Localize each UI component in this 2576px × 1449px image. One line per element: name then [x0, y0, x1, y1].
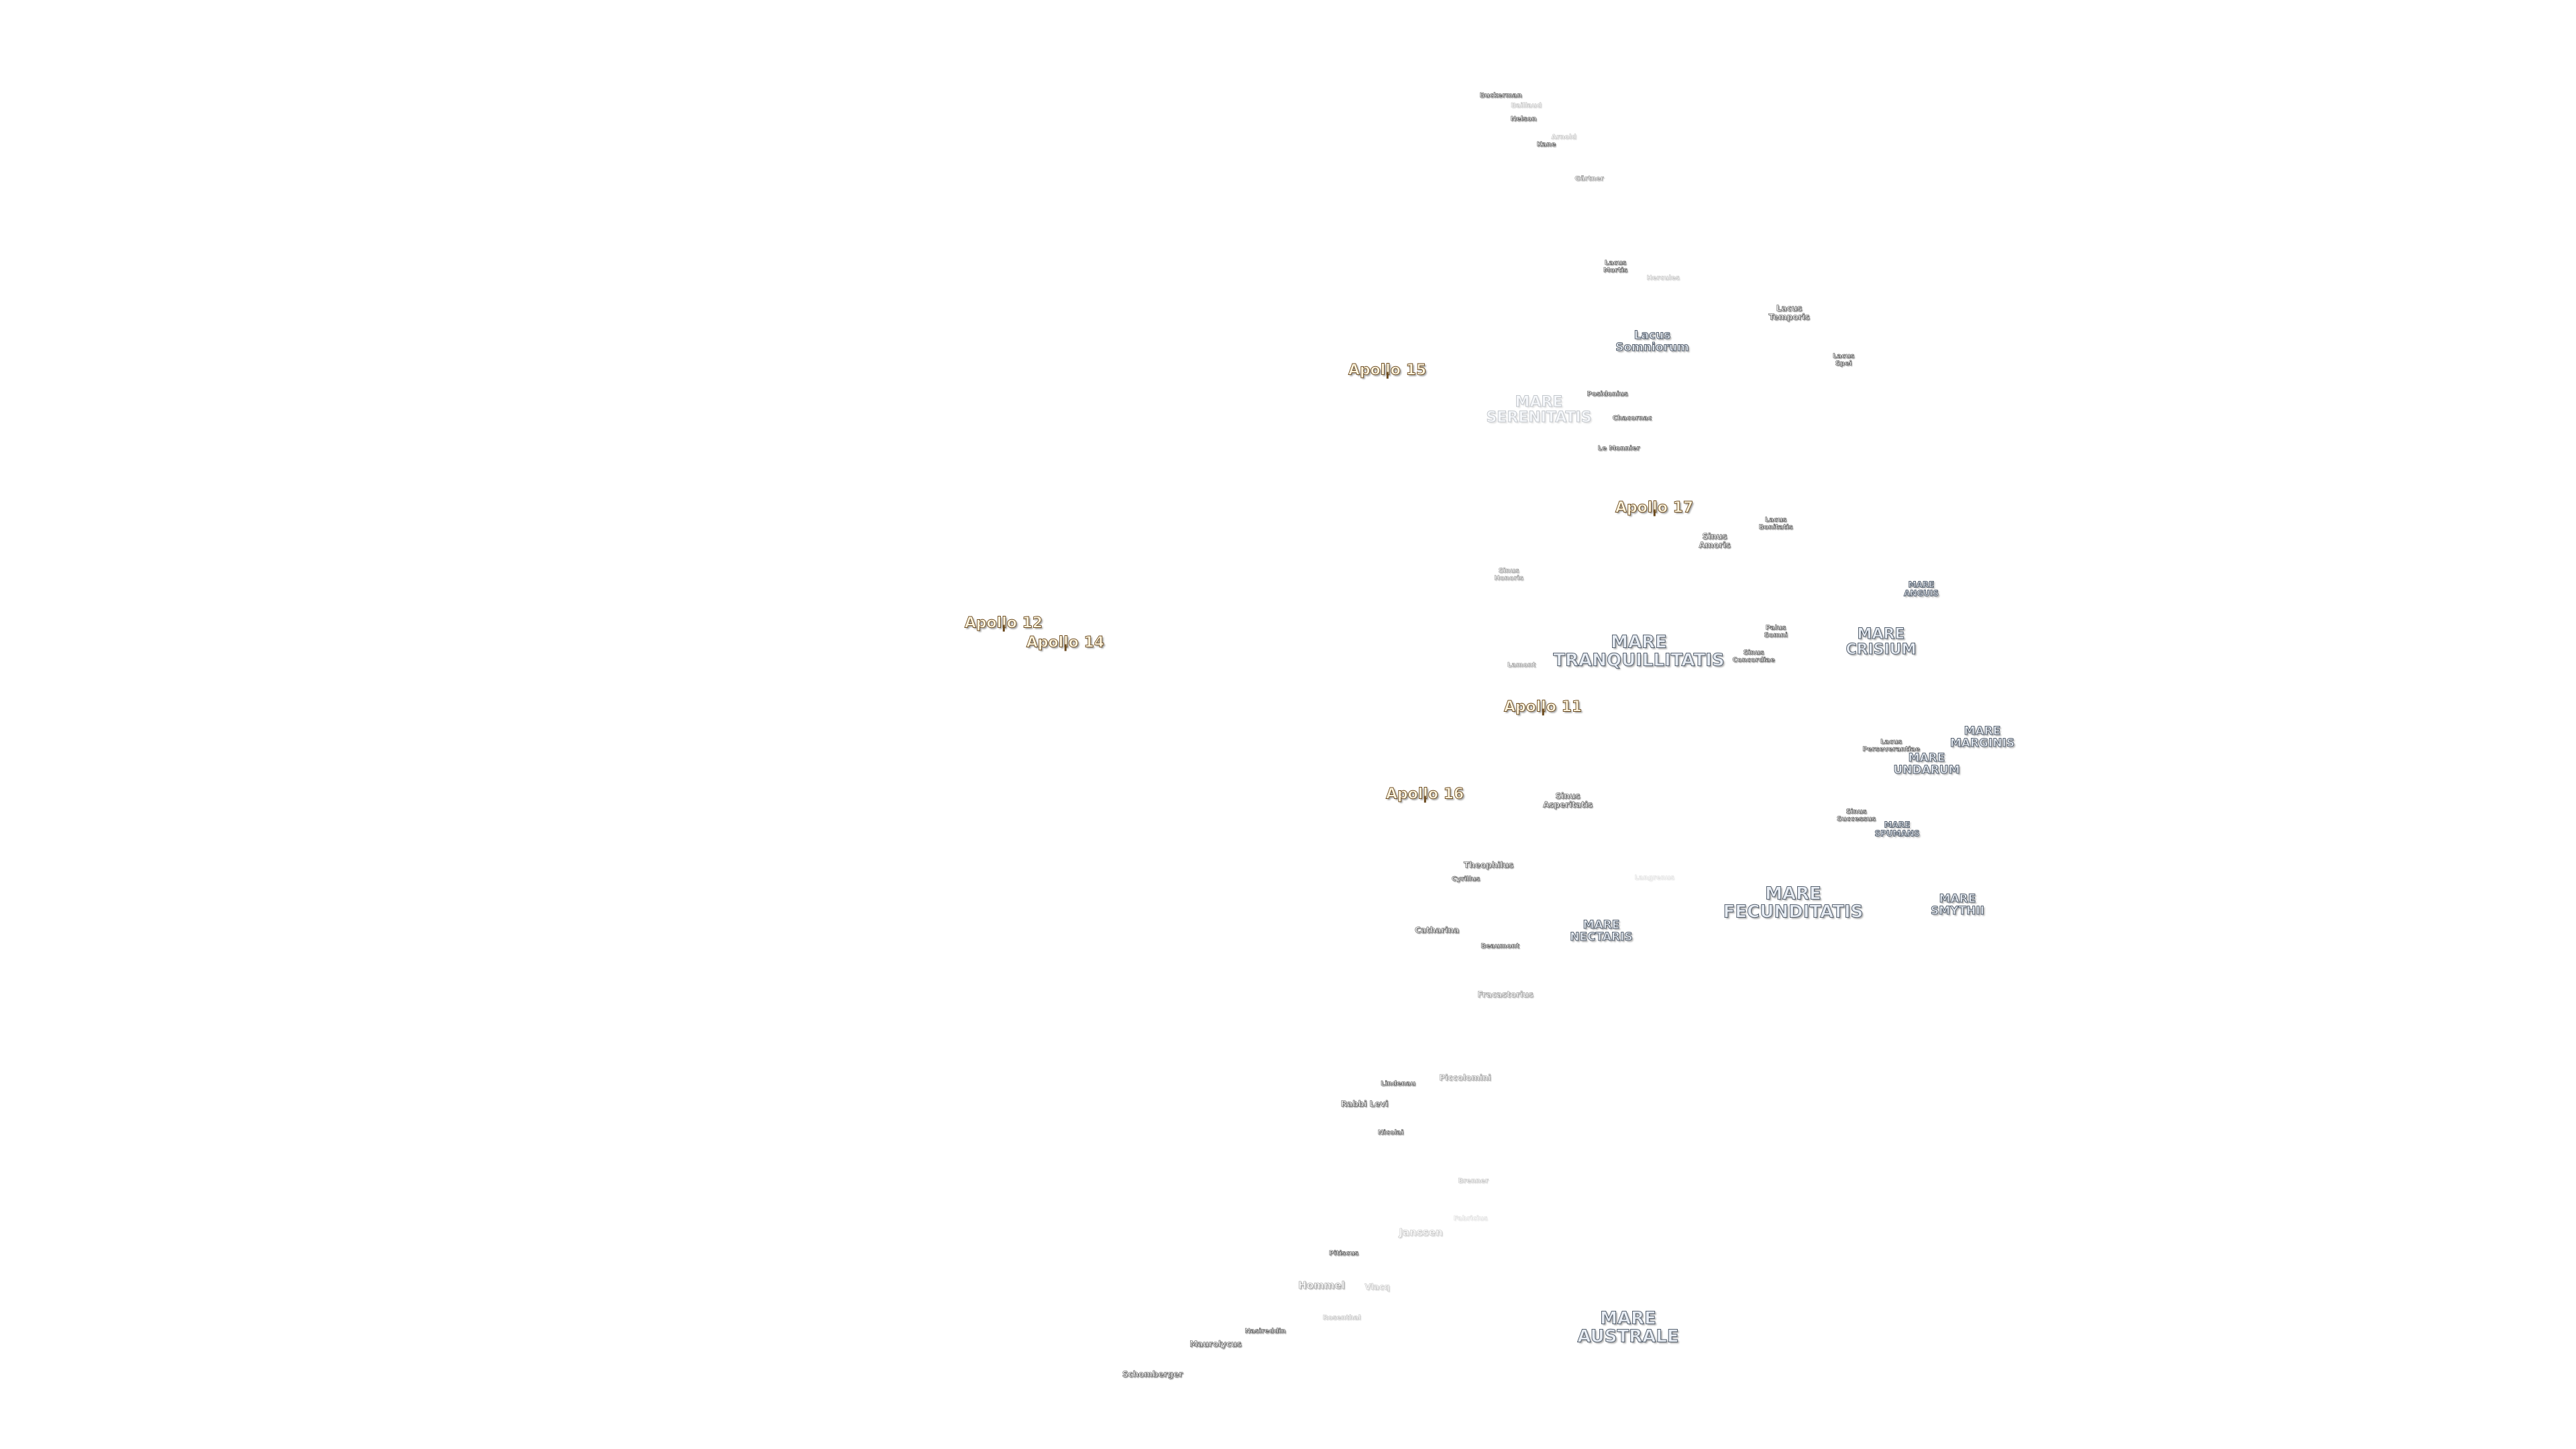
crater-fracastorius-label[interactable]: Fracastorius: [1477, 989, 1534, 1000]
crater-posidonius-label[interactable]: Posidonius: [1587, 390, 1628, 398]
crater-gartner-label[interactable]: Gärtner: [1574, 174, 1604, 182]
crater-chacornac-label[interactable]: Chacornac: [1612, 414, 1652, 422]
apollo-12-label: Apollo 12: [964, 614, 1043, 632]
apollo-11-marker[interactable]: Apollo 11: [1503, 698, 1582, 716]
apollo-16-label: Apollo 16: [1385, 786, 1464, 803]
lacus-mortis-label[interactable]: Lacus Mortis: [1603, 259, 1628, 274]
sinus-honoris-label[interactable]: Sinus Honoris: [1494, 567, 1523, 582]
apollo-16-marker[interactable]: Apollo 16: [1385, 786, 1464, 803]
crater-piccolomini-label[interactable]: Piccolomini: [1439, 1073, 1491, 1083]
crater-janssen-label[interactable]: Janssen: [1399, 1226, 1443, 1239]
mare-crisium-label[interactable]: MARE CRISIUM: [1845, 625, 1917, 658]
pin-icon: [1424, 796, 1426, 803]
crater-baillaud-label[interactable]: Baillaud: [1511, 101, 1542, 109]
mare-serenitatis-label[interactable]: MARE SERENITATIS: [1486, 393, 1592, 426]
sinus-amoris-label[interactable]: Sinus Amoris: [1699, 531, 1731, 549]
mare-undarum-label[interactable]: MARE UNDARUM: [1893, 751, 1960, 777]
crater-rabbi-levi-label[interactable]: Rabbi Levi: [1340, 1099, 1389, 1109]
apollo-14-marker[interactable]: Apollo 14: [1026, 634, 1105, 651]
pin-icon: [1002, 625, 1005, 632]
crater-arnold-label[interactable]: Arnold: [1551, 133, 1576, 141]
crater-buckerman-label[interactable]: Buckerman: [1479, 91, 1522, 99]
crater-maurolycus-label[interactable]: Maurolycus: [1189, 1339, 1242, 1349]
lacus-spei-label[interactable]: Lacus Spei: [1832, 352, 1855, 367]
crater-langrenus-label[interactable]: Langrenus: [1634, 873, 1674, 881]
crater-hercules-label[interactable]: Hercules: [1646, 274, 1680, 282]
lacus-temporis-label[interactable]: Lacus Temporis: [1768, 303, 1810, 321]
crater-kane-label[interactable]: Kane: [1536, 140, 1556, 148]
crater-nelson-label[interactable]: Nelson: [1510, 115, 1537, 123]
crater-hommel-label[interactable]: Hommel: [1298, 1279, 1345, 1292]
crater-catharina-label[interactable]: Catharina: [1415, 925, 1460, 935]
mare-fecunditatis-label[interactable]: MARE FECUNDITATIS: [1723, 883, 1864, 922]
crater-nasireddin-label[interactable]: Nasireddin: [1244, 1327, 1286, 1335]
lacus-perseverantiae-label[interactable]: Lacus Perseverantiae: [1862, 738, 1920, 753]
apollo-15-label: Apollo 15: [1348, 362, 1427, 379]
mare-spumans-label[interactable]: MARE SPUMANS: [1874, 820, 1920, 838]
apollo-12-marker[interactable]: Apollo 12: [964, 614, 1043, 632]
sinus-successus-label[interactable]: Sinus Successus: [1837, 808, 1876, 822]
crater-cyrillus-label[interactable]: Cyrillus: [1451, 875, 1481, 883]
mare-marginis-label[interactable]: MARE MARGINIS: [1949, 724, 2015, 750]
crater-fabricius-label[interactable]: Fabricius: [1453, 1214, 1488, 1222]
crater-le-monnier-label[interactable]: Le Monnier: [1597, 444, 1640, 452]
crater-brenner-label[interactable]: Brenner: [1458, 1177, 1489, 1185]
apollo-11-label: Apollo 11: [1503, 698, 1582, 716]
palus-somni-label[interactable]: Palus Somni: [1764, 624, 1788, 639]
crater-nicolai-label[interactable]: Nicolai: [1377, 1128, 1404, 1136]
crater-theophilus-label[interactable]: Theophilus: [1463, 860, 1514, 870]
crater-rosenthal-label[interactable]: Rosenthal: [1322, 1313, 1361, 1322]
mare-tranquillitatis-label[interactable]: MARE TRANQUILLITATIS: [1553, 632, 1725, 671]
pin-icon: [1386, 372, 1389, 379]
mare-australe-label[interactable]: MARE AUSTRALE: [1577, 1308, 1679, 1347]
crater-schomberger-label[interactable]: Schomberger: [1122, 1369, 1183, 1379]
sinus-asperitatis-label[interactable]: Sinus Asperitatis: [1542, 791, 1593, 809]
mare-smythii-label[interactable]: MARE SMYTHII: [1931, 892, 1985, 918]
crater-lamont-label[interactable]: Lamont: [1507, 661, 1536, 669]
pin-icon: [1542, 708, 1544, 716]
crater-lindenau-label[interactable]: Lindenau: [1381, 1079, 1415, 1087]
pin-icon: [1653, 509, 1656, 517]
crater-pitiscus-label[interactable]: Pitiscus: [1329, 1249, 1359, 1257]
apollo-17-marker[interactable]: Apollo 17: [1615, 499, 1694, 517]
sinus-concordiae-label[interactable]: Sinus Concordiae: [1732, 649, 1775, 663]
lacus-somniorum-label[interactable]: Lacus Somniorum: [1615, 329, 1689, 354]
pin-icon: [1064, 644, 1067, 651]
crater-vlacq-label[interactable]: Vlacq: [1364, 1282, 1390, 1292]
apollo-14-label: Apollo 14: [1026, 634, 1105, 651]
crater-beaumont-label[interactable]: Beaumont: [1481, 942, 1519, 950]
apollo-15-marker[interactable]: Apollo 15: [1348, 362, 1427, 379]
mare-anguis-label[interactable]: MARE ANGUIS: [1903, 580, 1939, 598]
mare-nectaris-label[interactable]: MARE NECTARIS: [1570, 918, 1633, 944]
apollo-17-label: Apollo 17: [1615, 499, 1694, 517]
lacus-bonitatis-label[interactable]: Lacus Bonitatis: [1758, 516, 1793, 531]
